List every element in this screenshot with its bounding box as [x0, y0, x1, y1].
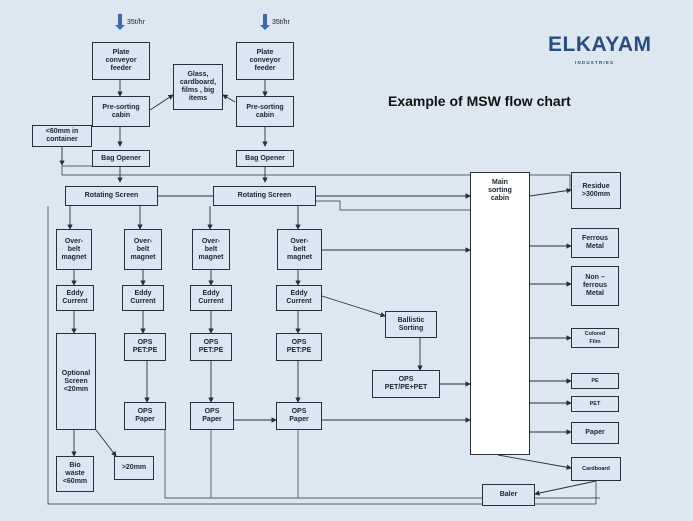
cardboard-box: Cardboard — [571, 457, 621, 481]
rotating-screen-right: Rotating Screen — [213, 186, 316, 206]
input-rate-right: 35t/hr — [272, 19, 290, 26]
container-60mm-box: <60mm in container — [32, 125, 92, 147]
ballistic-sorting: Ballistic Sorting — [385, 311, 437, 338]
page-title: Example of MSW flow chart — [388, 93, 571, 109]
ops-petpe-pet: OPS PET/PE+PET — [372, 370, 440, 398]
eddy-current-1: Eddy Current — [56, 285, 94, 311]
company-logo-subtitle: INDUSTRIES — [575, 60, 615, 65]
overbelt-magnet-1: Over- belt magnet — [56, 229, 92, 270]
over-20mm-box: >20mm — [114, 456, 154, 480]
overbelt-magnet-3: Over- belt magnet — [192, 229, 230, 270]
eddy-current-3: Eddy Current — [190, 285, 232, 311]
pre-sorting-cabin-left: Pre-sorting cabin — [92, 96, 150, 127]
nonferrous-metal-box: Non – ferrous Metal — [571, 266, 619, 306]
bag-opener-left: Bag Opener — [92, 150, 150, 167]
pre-sorting-cabin-right: Pre-sorting cabin — [236, 96, 294, 127]
bag-opener-right: Bag Opener — [236, 150, 294, 167]
overbelt-magnet-2: Over- belt magnet — [124, 229, 162, 270]
ops-paper-2: OPS Paper — [190, 402, 234, 430]
ops-paper-1: OPS Paper — [124, 402, 166, 430]
plate-conveyor-feeder-right: Plate conveyor feeder — [236, 42, 294, 80]
input-arrow-icon — [115, 14, 125, 30]
paper-box: Paper — [571, 422, 619, 444]
pe-box: PE — [571, 373, 619, 389]
optional-screen: Optional Screen <20mm — [56, 333, 96, 430]
ops-petpe-1: OPS PET:PE — [124, 333, 166, 361]
eddy-current-2: Eddy Current — [122, 285, 164, 311]
input-arrow-icon — [260, 14, 270, 30]
ferrous-metal-box: Ferrous Metal — [571, 228, 619, 258]
overbelt-magnet-4: Over- belt magnet — [277, 229, 322, 270]
ops-petpe-3: OPS PET:PE — [276, 333, 322, 361]
main-sorting-cabin: Main sorting cabin — [470, 172, 530, 455]
pet-box: PET — [571, 396, 619, 412]
company-logo: ELKAYAM — [548, 33, 652, 56]
eddy-current-4: Eddy Current — [276, 285, 322, 311]
residue-box: Residue >300mm — [571, 172, 621, 209]
input-rate-left: 35t/hr — [127, 19, 145, 26]
bio-waste-box: Bio waste <60mm — [56, 456, 94, 492]
colored-film-box: Colored Film — [571, 328, 619, 348]
ops-petpe-2: OPS PET:PE — [190, 333, 232, 361]
baler-box: Baler — [482, 484, 535, 506]
glass-cardboard-box: Glass, cardboard, films , big items — [173, 64, 223, 110]
ops-paper-3: OPS Paper — [276, 402, 322, 430]
plate-conveyor-feeder-left: Plate conveyor feeder — [92, 42, 150, 80]
rotating-screen-left: Rotating Screen — [65, 186, 158, 206]
